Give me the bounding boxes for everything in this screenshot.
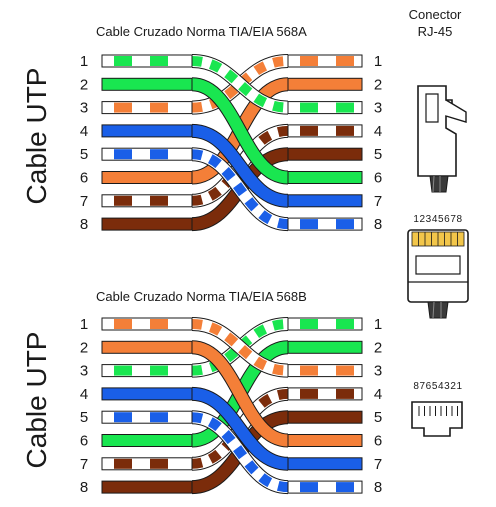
panel-b-crossing-wire-4 xyxy=(191,386,289,471)
panel-a-right-wire-4 xyxy=(287,124,363,138)
panel-b-wiring: 1 2 3 4 5 6 7 8 1 2 3 4 5 6 7 8 xyxy=(80,316,382,496)
panel-b-crossing-wire-5 xyxy=(191,410,289,495)
panel-a-right-wire-1 xyxy=(287,54,363,68)
panel-a-right-wire-3 xyxy=(287,101,363,115)
panel-a-title: Cable Cruzado Norma TIA/EIA 568A xyxy=(96,24,307,39)
panel-b-left-wire-5 xyxy=(101,410,193,424)
panel-b-right-wire-6 xyxy=(287,434,363,447)
panel-b-left-wire-2 xyxy=(101,340,193,354)
panel-a-left-pin-4: 4 xyxy=(80,123,88,140)
panel-a-right-pin-6: 6 xyxy=(374,170,382,187)
connector-title-line2: RJ-45 xyxy=(418,24,453,39)
panel-b-right-wire-3 xyxy=(287,364,363,378)
panel-b-title: Cable Cruzado Norma TIA/EIA 568B xyxy=(96,289,307,304)
panel-b-left-wire-6 xyxy=(101,434,193,447)
panel-a-right-pin-8: 8 xyxy=(374,216,382,233)
panel-b-right-pin-1: 1 xyxy=(374,316,382,333)
panel-b-right-wire-2 xyxy=(287,340,363,354)
panel-a-crossing-wire-2 xyxy=(191,77,289,185)
panel-a-left-pin-1: 1 xyxy=(80,53,88,70)
panel-a-right-pin-7: 7 xyxy=(374,193,382,210)
connector-title-line1: Conector xyxy=(409,7,462,22)
panel-b-right-pin-4: 4 xyxy=(374,386,382,403)
panel-a-left-pin-7: 7 xyxy=(80,193,88,210)
panel-a-left-wire-5 xyxy=(101,147,193,161)
panel-a-left-wire-8 xyxy=(101,217,193,231)
panel-a-right-pin-3: 3 xyxy=(374,100,382,117)
panel-b-left-pin-4: 4 xyxy=(80,386,88,403)
connector-pin-order-front: 87654321 xyxy=(413,381,462,392)
panel-b-right-wire-5 xyxy=(287,410,363,424)
panel-b-right-pin-5: 5 xyxy=(374,409,382,426)
panel-b-right-wire-8 xyxy=(287,480,363,494)
panel-b-right-wire-1 xyxy=(287,317,363,331)
panel-a-left-pin-2: 2 xyxy=(80,76,88,93)
panel-a-left-pin-8: 8 xyxy=(80,216,88,233)
panel-a-right-pin-1: 1 xyxy=(374,53,382,70)
panel-b-right-pin-8: 8 xyxy=(374,479,382,496)
panel-b-left-wire-7 xyxy=(101,457,193,471)
panel-b-crossing-wire-1 xyxy=(191,317,289,378)
panel-a-crossing-wire-1 xyxy=(191,54,289,115)
panel-a-left-wire-2 xyxy=(101,77,193,91)
panel-b-left-pin-1: 1 xyxy=(80,316,88,333)
rj45-front-view-icon xyxy=(411,401,463,437)
panel-b-left-wire-8 xyxy=(101,480,193,494)
panel-b-left-pin-7: 7 xyxy=(80,456,88,473)
panel-b-left-pin-5: 5 xyxy=(80,409,88,426)
panel-a-right-wire-8 xyxy=(287,217,363,231)
panel-a-left-pin-3: 3 xyxy=(80,100,88,117)
rj45-top-view-icon xyxy=(407,229,469,319)
panel-b-left-wire-4 xyxy=(101,387,193,401)
panel-a-right-wire-2 xyxy=(287,77,363,91)
panel-a-right-wire-6 xyxy=(287,171,363,184)
panel-a-side-label: Cable UTP xyxy=(21,68,52,205)
panel-a-right-wire-7 xyxy=(287,194,363,208)
panel-b-crossing-wire-2 xyxy=(191,340,289,448)
panel-a-left-wire-1 xyxy=(101,54,193,68)
panel-a-right-pin-4: 4 xyxy=(374,123,382,140)
panel-b-right-wire-4 xyxy=(287,387,363,401)
panel-b-left-pin-6: 6 xyxy=(80,433,88,450)
panel-a-right-wire-5 xyxy=(287,147,363,161)
panel-a-left-wire-4 xyxy=(101,124,193,138)
panel-b-side-label: Cable UTP xyxy=(21,332,52,469)
panel-a-left-pin-5: 5 xyxy=(80,146,88,163)
panel-a-left-wire-6 xyxy=(101,171,193,184)
panel-a-wiring: 1 2 3 4 5 6 7 8 1 2 3 4 5 6 7 8 xyxy=(80,53,382,233)
connector-pin-order-top: 12345678 xyxy=(413,214,462,225)
panel-b-right-pin-3: 3 xyxy=(374,363,382,380)
rj45-side-icon xyxy=(417,85,467,193)
panel-b-right-pin-7: 7 xyxy=(374,456,382,473)
panel-b-left-pin-8: 8 xyxy=(80,479,88,496)
panel-a-crossing-wire-5 xyxy=(191,147,289,232)
panel-b-left-wire-1 xyxy=(101,317,193,331)
panel-a-right-pin-5: 5 xyxy=(374,146,382,163)
panel-a-left-wire-7 xyxy=(101,194,193,208)
panel-a-left-pin-6: 6 xyxy=(80,170,88,187)
panel-b-right-pin-6: 6 xyxy=(374,433,382,450)
panel-b-right-wire-7 xyxy=(287,457,363,471)
panel-a-crossing-wire-4 xyxy=(191,123,289,208)
panel-b-left-pin-2: 2 xyxy=(80,339,88,356)
panel-b-left-pin-3: 3 xyxy=(80,363,88,380)
panel-a-left-wire-3 xyxy=(101,101,193,115)
panel-b-right-pin-2: 2 xyxy=(374,339,382,356)
panel-a-right-pin-2: 2 xyxy=(374,76,382,93)
panel-b-left-wire-3 xyxy=(101,364,193,378)
